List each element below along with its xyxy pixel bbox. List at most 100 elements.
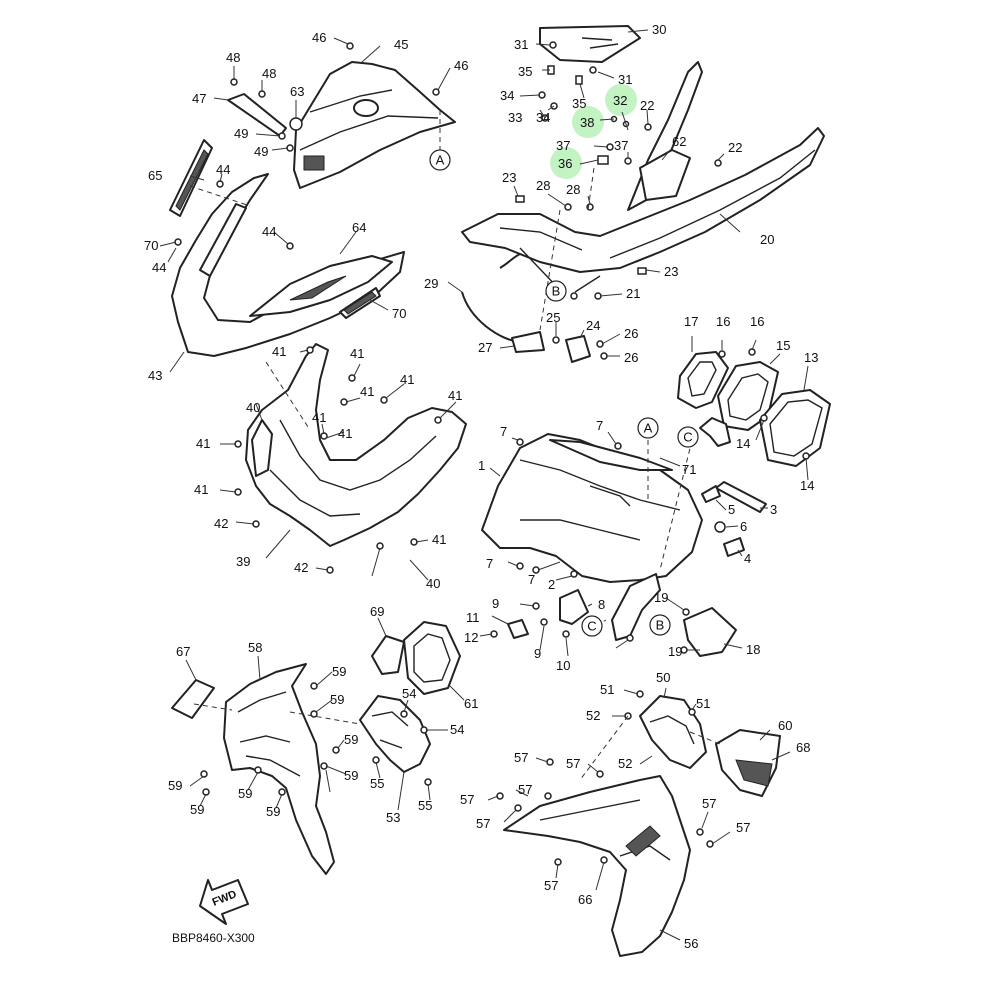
callout-37[interactable]: 37	[614, 138, 628, 153]
part-19-duct[interactable]	[611, 573, 661, 641]
callout-7[interactable]: 7	[596, 418, 603, 433]
callout-49[interactable]: 49	[234, 126, 248, 141]
callout-67[interactable]: 67	[176, 644, 190, 659]
callout-41[interactable]: 41	[338, 426, 352, 441]
part-20-inner-panel[interactable]	[461, 127, 825, 273]
part-11-bracket[interactable]	[507, 619, 529, 639]
part-69-lens[interactable]	[371, 635, 405, 675]
part-27-bracket[interactable]	[511, 331, 545, 353]
callout-68[interactable]: 68	[796, 740, 810, 755]
callout-48[interactable]: 48	[262, 66, 276, 81]
part-c-bracket[interactable]	[699, 417, 731, 447]
part-18-cover[interactable]	[683, 607, 737, 657]
callout-14[interactable]: 14	[736, 436, 750, 451]
part-40-panel[interactable]	[251, 419, 273, 477]
callout-30[interactable]: 30	[652, 22, 666, 37]
callout-41[interactable]: 41	[350, 346, 364, 361]
callout-50[interactable]: 50	[656, 670, 670, 685]
callout-42[interactable]: 42	[214, 516, 228, 531]
callout-46[interactable]: 46	[312, 30, 326, 45]
callout-59[interactable]: 59	[266, 804, 280, 819]
callout-16[interactable]: 16	[750, 314, 764, 329]
callout-59[interactable]: 59	[344, 732, 358, 747]
callout-18[interactable]: 18	[746, 642, 760, 657]
part-17-window-frame[interactable]	[677, 351, 729, 409]
callout-31[interactable]: 31	[618, 72, 632, 87]
callout-40[interactable]: 40	[426, 576, 440, 591]
callout-43[interactable]: 43	[148, 368, 162, 383]
callout-54[interactable]: 54	[402, 686, 416, 701]
callout-20[interactable]: 20	[760, 232, 774, 247]
part-13-window[interactable]	[759, 389, 831, 467]
callout-52[interactable]: 52	[586, 708, 600, 723]
callout-32[interactable]: 32	[613, 93, 627, 108]
callout-59[interactable]: 59	[238, 786, 252, 801]
callout-41[interactable]: 41	[194, 482, 208, 497]
callout-4[interactable]: 4	[744, 551, 751, 566]
callout-57[interactable]: 57	[514, 750, 528, 765]
callout-70[interactable]: 70	[144, 238, 158, 253]
callout-12[interactable]: 12	[464, 630, 478, 645]
callout-42[interactable]: 42	[294, 560, 308, 575]
callout-53[interactable]: 53	[386, 810, 400, 825]
part-47-bracket[interactable]	[227, 93, 287, 137]
part-24-lock[interactable]	[565, 335, 591, 363]
callout-26[interactable]: 26	[624, 350, 638, 365]
part-56-side-cover[interactable]	[503, 775, 691, 957]
callout-5[interactable]: 5	[728, 502, 735, 517]
callout-55[interactable]: 55	[370, 776, 384, 791]
callout-37[interactable]: 37	[556, 138, 570, 153]
callout-59[interactable]: 59	[190, 802, 204, 817]
callout-28[interactable]: 28	[566, 182, 580, 197]
part-58-side-cover[interactable]	[223, 663, 335, 875]
callout-7[interactable]: 7	[500, 424, 507, 439]
part-6-nut[interactable]	[714, 521, 726, 533]
callout-58[interactable]: 58	[248, 640, 262, 655]
callout-39[interactable]: 39	[236, 554, 250, 569]
callout-57[interactable]: 57	[476, 816, 490, 831]
callout-15[interactable]: 15	[776, 338, 790, 353]
callout-62[interactable]: 62	[672, 134, 686, 149]
callout-35[interactable]: 35	[518, 64, 532, 79]
part-8-bracket[interactable]	[559, 589, 589, 625]
part-63-grommet[interactable]	[289, 117, 303, 131]
callout-33[interactable]: 33	[508, 110, 522, 125]
callout-44[interactable]: 44	[262, 224, 276, 239]
callout-59[interactable]: 59	[168, 778, 182, 793]
part-39-inner-cover[interactable]	[245, 343, 467, 547]
callout-10[interactable]: 10	[556, 658, 570, 673]
callout-44[interactable]: 44	[216, 162, 230, 177]
callout-29[interactable]: 29	[424, 276, 438, 291]
callout-57[interactable]: 57	[460, 792, 474, 807]
callout-35[interactable]: 35	[572, 96, 586, 111]
callout-46[interactable]: 46	[454, 58, 468, 73]
callout-1[interactable]: 1	[478, 458, 485, 473]
callout-34[interactable]: 34	[536, 110, 550, 125]
callout-17[interactable]: 17	[684, 314, 698, 329]
part-29-cable[interactable]	[461, 253, 521, 343]
callout-41[interactable]: 41	[312, 410, 326, 425]
callout-51[interactable]: 51	[696, 696, 710, 711]
callout-22[interactable]: 22	[640, 98, 654, 113]
part-67-label[interactable]	[171, 679, 215, 719]
callout-19[interactable]: 19	[668, 644, 682, 659]
callout-57[interactable]: 57	[702, 796, 716, 811]
callout-65[interactable]: 65	[148, 168, 162, 183]
callout-7[interactable]: 7	[486, 556, 493, 571]
callout-13[interactable]: 13	[804, 350, 818, 365]
callout-19[interactable]: 19	[654, 590, 668, 605]
callout-59[interactable]: 59	[330, 692, 344, 707]
part-61-frame[interactable]	[403, 621, 461, 695]
part-4-damper[interactable]	[723, 537, 745, 557]
callout-56[interactable]: 56	[684, 936, 698, 951]
callout-41[interactable]: 41	[432, 532, 446, 547]
callout-45[interactable]: 45	[394, 37, 408, 52]
callout-59[interactable]: 59	[332, 664, 346, 679]
callout-7[interactable]: 7	[528, 572, 535, 587]
part-5-clip[interactable]	[701, 485, 721, 503]
callout-26[interactable]: 26	[624, 326, 638, 341]
callout-57[interactable]: 57	[544, 878, 558, 893]
part-62-panel[interactable]	[639, 149, 691, 201]
callout-41[interactable]: 41	[448, 388, 462, 403]
part-15-window-frame[interactable]	[717, 361, 779, 431]
